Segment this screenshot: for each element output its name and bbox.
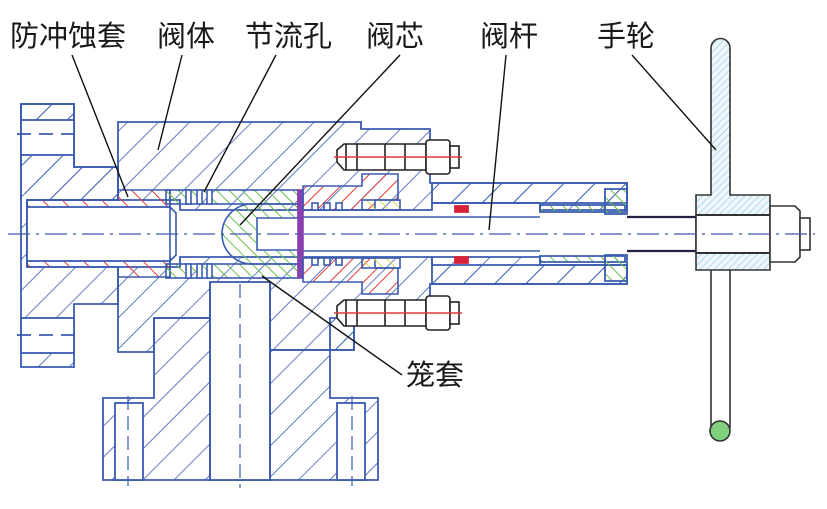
leader-valve-stem [488,54,507,231]
leader-cage [261,275,403,376]
bolt-lower [334,295,462,331]
valve-stem [303,215,696,253]
label-valve-core: 阀芯 [366,19,425,53]
label-valve-stem: 阀杆 [480,19,539,53]
leader-lines [71,54,717,376]
bolt-upper [334,139,462,175]
label-anti-erosion-sleeve: 防冲蚀套 [10,19,127,53]
cage [165,189,299,279]
leader-valve-core [239,54,401,226]
handwheel [695,37,811,442]
label-valve-body: 阀体 [157,19,216,53]
inlet-flange [17,103,119,368]
leader-valve-body [157,54,183,151]
leader-handwheel [631,54,717,151]
leader-throttle-hole [203,54,277,193]
label-cage: 笼套 [406,358,465,392]
bonnet [431,182,628,285]
packing-gland [302,173,401,295]
label-throttle-hole: 节流孔 [245,19,333,53]
handwheel-rim-section [709,420,731,442]
leader-anti-erosion-sleeve [71,54,129,198]
throttle-holes [185,189,213,279]
label-handwheel: 手轮 [597,19,656,53]
